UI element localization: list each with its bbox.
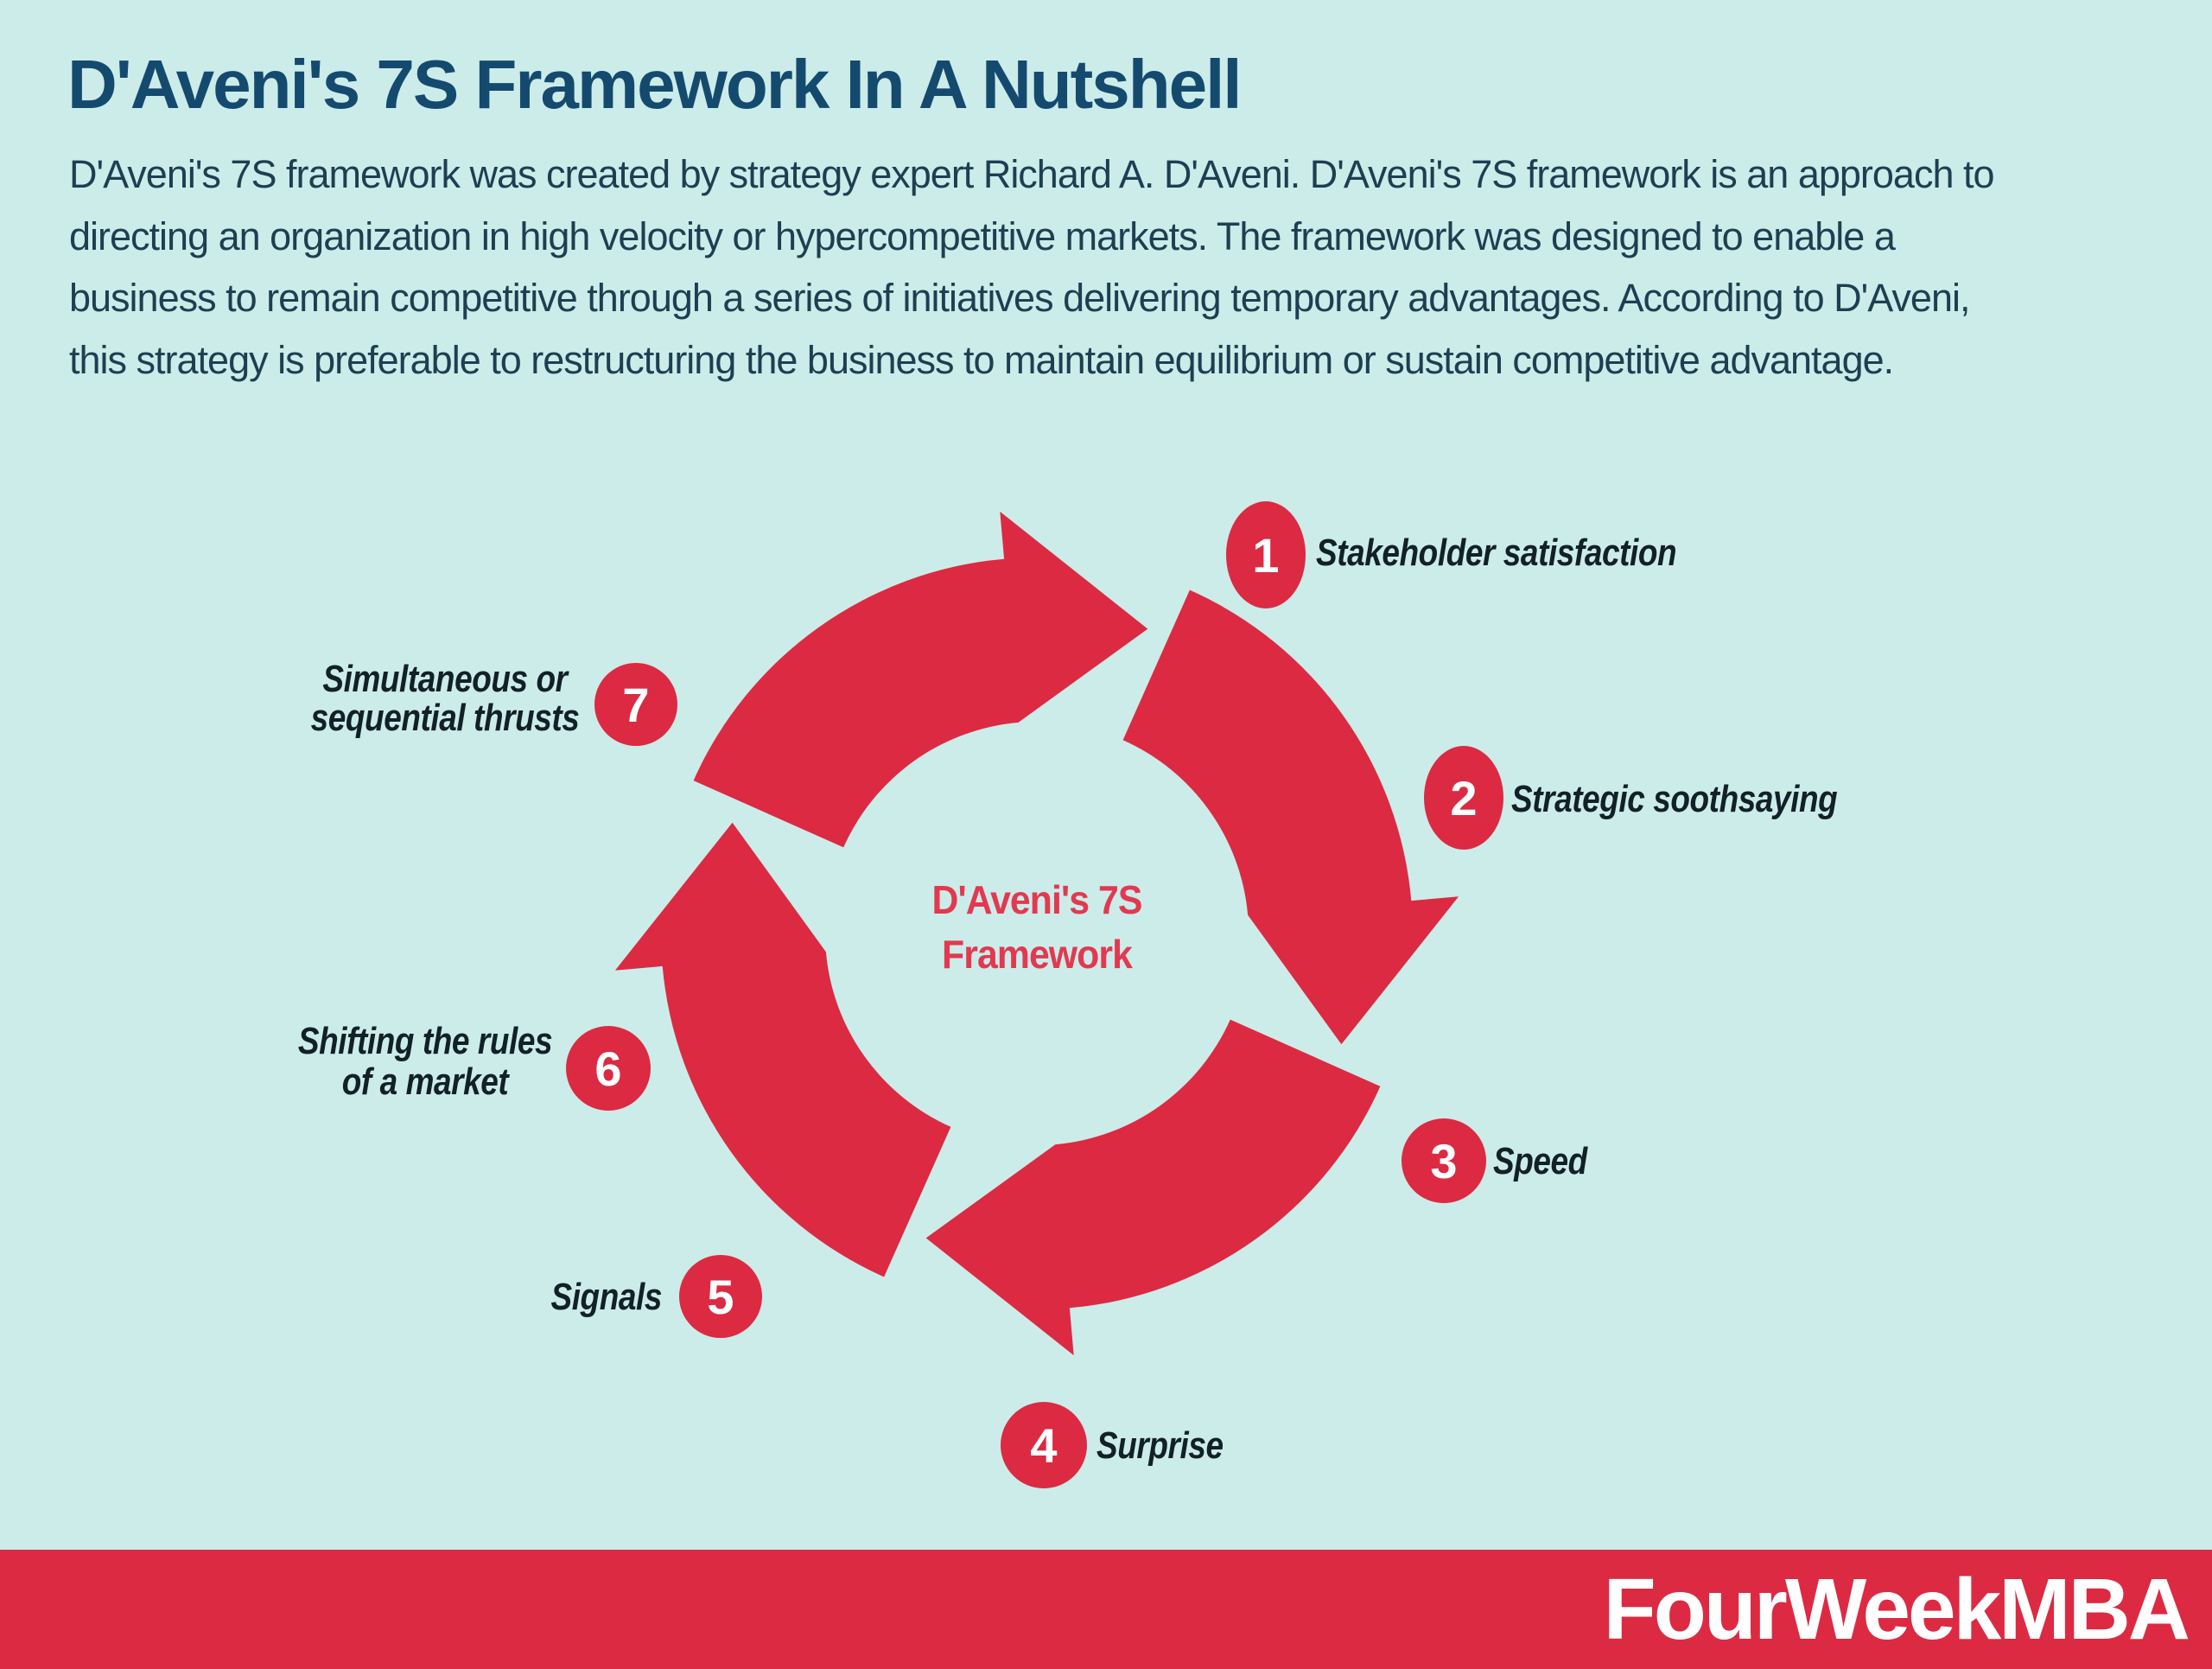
item-label-signals: Signals	[550, 1276, 662, 1318]
cycle-arrow-right	[1122, 589, 1459, 1045]
item-number: 5	[707, 1269, 734, 1324]
cycle-arrow-bottom	[925, 1019, 1381, 1356]
item-number: 7	[622, 677, 650, 732]
item-label-surprise: Surprise	[1096, 1424, 1224, 1467]
item-badge-6: 6	[566, 1026, 651, 1111]
intro-line: directing an organization in high veloci…	[69, 213, 1896, 258]
item-number: 6	[594, 1041, 622, 1096]
item-badge-5: 5	[679, 1255, 762, 1338]
cycle-arrow-top	[693, 511, 1148, 848]
cycle-arrow-left	[614, 822, 951, 1277]
item-label-simultaneous-thrusts: Simultaneous or sequential thrusts	[310, 658, 580, 739]
item-label-strategic-soothsaying: Strategic soothsaying	[1511, 778, 1838, 820]
item-label-speed: Speed	[1493, 1140, 1587, 1182]
center-label: D'Aveni's 7S Framework	[931, 877, 1142, 977]
footer-bar: FourWeekMBA	[0, 1550, 2212, 1669]
item-label-shifting-the-rules: Shifting the rules of a market	[297, 1020, 553, 1103]
intro-line: D'Aveni's 7S framework was created by st…	[69, 152, 1995, 196]
item-label-stakeholder-satisfaction: Stakeholder satisfaction	[1316, 532, 1677, 574]
item-number: 4	[1030, 1417, 1058, 1473]
item-badge-2: 2	[1424, 746, 1503, 850]
item-badge-3: 3	[1402, 1118, 1486, 1203]
intro-line: business to remain competitive through a…	[69, 276, 1970, 321]
intro-paragraph: D'Aveni's 7S framework was created by st…	[69, 143, 1995, 392]
item-badge-1: 1	[1226, 501, 1306, 608]
item-badge-4: 4	[1001, 1402, 1087, 1488]
brand-logo: FourWeekMBA	[1603, 1561, 2190, 1658]
item-number: 3	[1430, 1133, 1458, 1188]
intro-line: this strategy is preferable to restructu…	[69, 338, 1894, 383]
item-number: 2	[1450, 770, 1478, 825]
item-number: 1	[1252, 527, 1280, 583]
page-title: D'Aveni's 7S Framework In A Nutshell	[67, 46, 1243, 123]
item-badge-7: 7	[594, 663, 677, 746]
